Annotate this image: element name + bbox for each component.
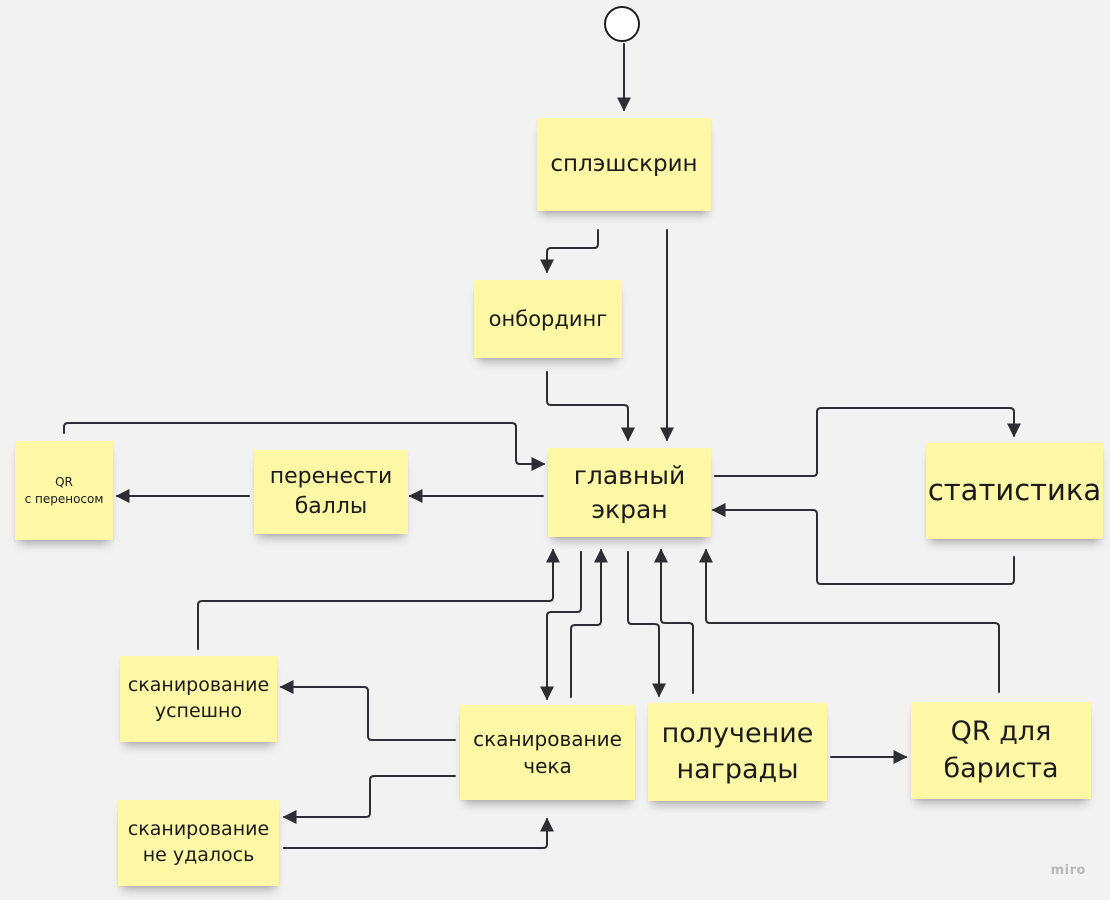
node-scan-receipt-label: сканирование чека [473, 726, 622, 778]
edge-scan-receipt-to-main [570, 548, 608, 698]
node-qr-transfer-label: QR с переносом [24, 475, 104, 506]
node-main-screen-label: главный экран [573, 460, 686, 524]
edge-main-to-reward [627, 551, 666, 698]
edge-reward-to-main [654, 548, 694, 694]
node-transfer-points-label: перенести баллы [269, 464, 393, 519]
edge-splash-to-onboarding [540, 229, 599, 274]
node-onboarding-label: онбординг [488, 306, 608, 331]
node-get-reward-label: получение награды [661, 717, 814, 785]
node-qr-transfer[interactable]: QR с переносом [15, 441, 113, 540]
node-scan-failed[interactable]: сканирование не удалось [118, 800, 279, 886]
edge-scan-receipt-to-scan-ok [279, 680, 456, 741]
edge-main-to-stats [714, 407, 1021, 477]
node-scan-success[interactable]: сканирование успешно [120, 656, 277, 742]
node-scan-failed-label: сканирование не удалось [127, 818, 270, 866]
edge-scan-ok-to-main [197, 548, 560, 650]
node-onboarding[interactable]: онбординг [474, 280, 622, 358]
edge-qr-barista-to-main [699, 548, 1000, 693]
node-splash[interactable]: сплэшскрин [537, 118, 711, 211]
edge-onboarding-to-main [546, 371, 635, 442]
node-qr-barista-label: QR для бариста [943, 716, 1059, 784]
edge-qr-transfer-to-main [63, 422, 546, 471]
node-qr-barista[interactable]: QR для бариста [911, 702, 1091, 799]
edge-stats-to-main [711, 503, 1015, 585]
miro-watermark: miro [1050, 863, 1086, 878]
node-scan-success-label: сканирование успешно [127, 674, 270, 722]
node-get-reward[interactable]: получение награды [648, 703, 827, 801]
edge-main-to-scan-receipt [540, 551, 582, 701]
node-statistics[interactable]: статистика [926, 443, 1103, 539]
start-node[interactable] [604, 6, 640, 42]
node-scan-receipt[interactable]: сканирование чека [460, 705, 635, 800]
edge-scan-fail-to-scan-receipt [283, 817, 554, 849]
edge-scan-receipt-to-scan-fail [282, 775, 456, 824]
node-main-screen[interactable]: главный экран [548, 448, 711, 537]
node-statistics-label: статистика [927, 473, 1102, 508]
node-transfer-points[interactable]: перенести баллы [254, 450, 408, 534]
node-splash-label: сплэшскрин [550, 150, 698, 177]
